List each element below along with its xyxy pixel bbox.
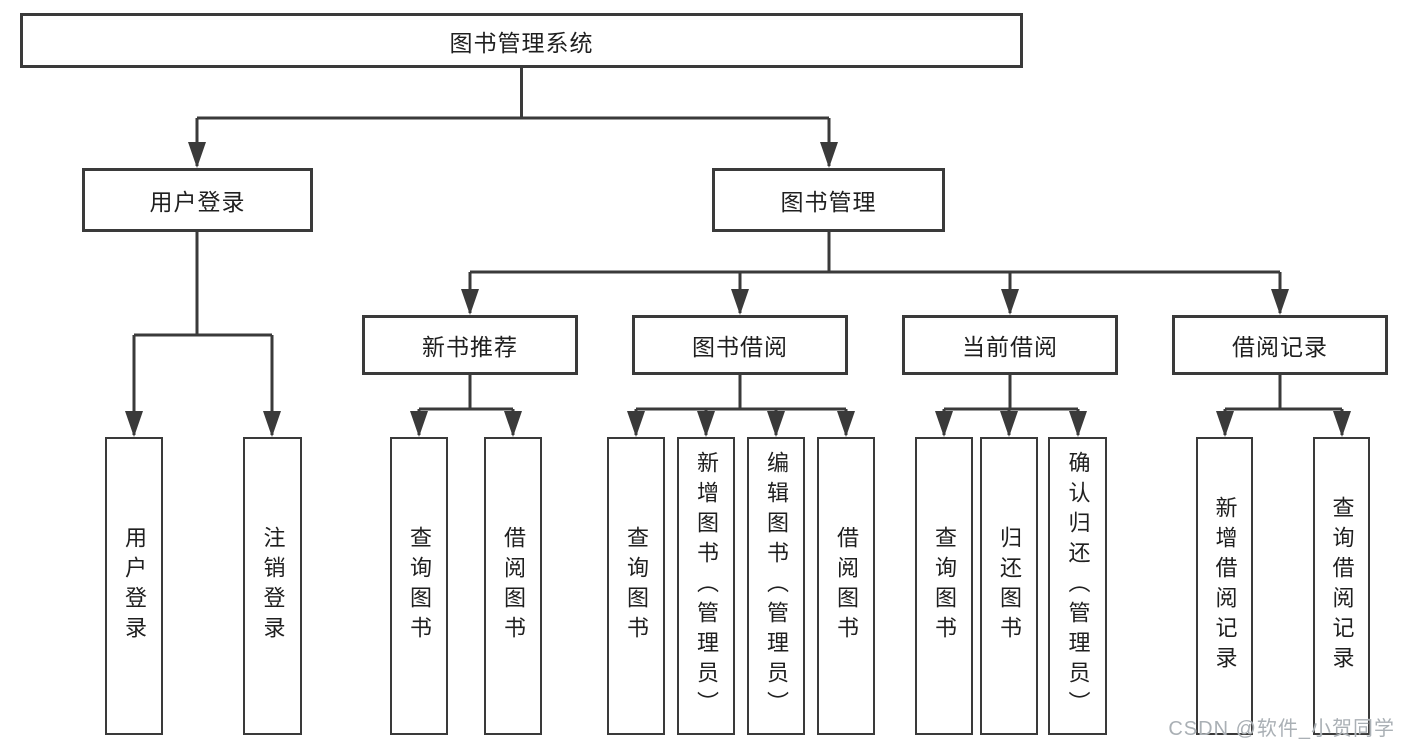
node-borrowing-records: 借阅记录 [1172, 315, 1388, 375]
leaf-confirm-return-admin: 确认归还（管理员） [1048, 437, 1107, 735]
leaf-return-book: 归还图书 [980, 437, 1038, 735]
node-book-borrowing: 图书借阅 [632, 315, 848, 375]
leaf-add-borrow-record: 新增借阅记录 [1196, 437, 1253, 735]
leaf-borrow-books-borrowing: 借阅图书 [817, 437, 875, 735]
leaf-add-book-admin: 新增图书（管理员） [677, 437, 735, 735]
leaf-edit-book-admin: 编辑图书（管理员） [747, 437, 805, 735]
node-new-book-recommendation: 新书推荐 [362, 315, 578, 375]
leaf-logout: 注销登录 [243, 437, 302, 735]
leaf-query-borrow-record: 查询借阅记录 [1313, 437, 1370, 735]
leaf-query-books-borrowing: 查询图书 [607, 437, 665, 735]
leaf-user-login: 用户登录 [105, 437, 163, 735]
leaf-query-books-current: 查询图书 [915, 437, 973, 735]
node-library-management-system: 图书管理系统 [20, 13, 1023, 68]
node-user-login: 用户登录 [82, 168, 313, 232]
node-book-management: 图书管理 [712, 168, 945, 232]
leaf-borrow-books-recommend: 借阅图书 [484, 437, 542, 735]
node-current-borrowing: 当前借阅 [902, 315, 1118, 375]
leaf-query-books-recommend: 查询图书 [390, 437, 448, 735]
watermark-text: CSDN @软件_小贺同学 [1168, 718, 1395, 740]
